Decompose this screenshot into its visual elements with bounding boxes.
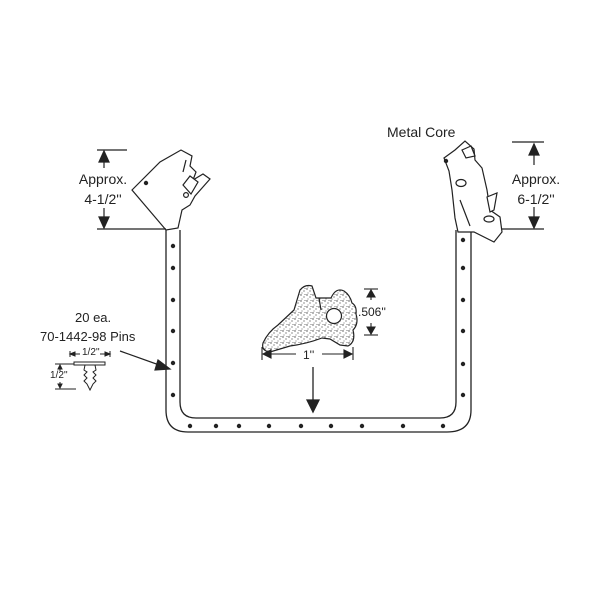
section-width-dimension [261,347,354,360]
right-corner-molding [443,140,503,243]
cross-section-profile [262,284,358,353]
section-height-label: .506'' [358,305,386,319]
pin-hole [170,360,176,366]
weatherstrip-channel [165,230,472,433]
pin-hole [170,265,176,271]
metal-core-label: Metal Core [387,124,456,140]
pin-hole [170,297,176,303]
pin-hole [213,423,219,429]
right-approx-label: Approx. [511,171,561,187]
pin-hole [266,423,272,429]
pin-hole [460,297,466,303]
pin-hole [236,423,242,429]
pin-hole [298,423,304,429]
pin-hole [187,423,193,429]
pin-width-label: 1/2'' [82,347,100,358]
right-approx-value: 6-1/2'' [517,191,555,207]
pin-hole [170,392,176,398]
left-corner-molding [131,149,211,231]
pin-hole [460,328,466,334]
pin-hole [460,361,466,367]
pin-hole [170,243,176,249]
pin-height-label: 1/2'' [50,370,68,381]
pin-hole [460,237,466,243]
right-height-dimension [502,141,544,230]
section-leader-arrow [305,367,321,414]
pin-holes [170,237,466,429]
pin-hole [460,392,466,398]
pin-hole [440,423,446,429]
pin-illustration [55,351,112,392]
pin-hole [170,328,176,334]
pin-hole [400,423,406,429]
pin-hole [359,423,365,429]
pin-leader-arrow [119,350,172,371]
left-height-dimension [97,149,166,230]
section-width-label: 1'' [303,348,315,362]
left-approx-label: Approx. [78,171,128,187]
section-height-dimension [364,288,378,336]
pin-hole [328,423,334,429]
pins-count-label: 20 ea. [75,310,112,325]
left-approx-value: 4-1/2'' [84,191,122,207]
pin-hole [460,265,466,271]
pins-part-label: 70-1442-98 Pins [40,329,136,344]
